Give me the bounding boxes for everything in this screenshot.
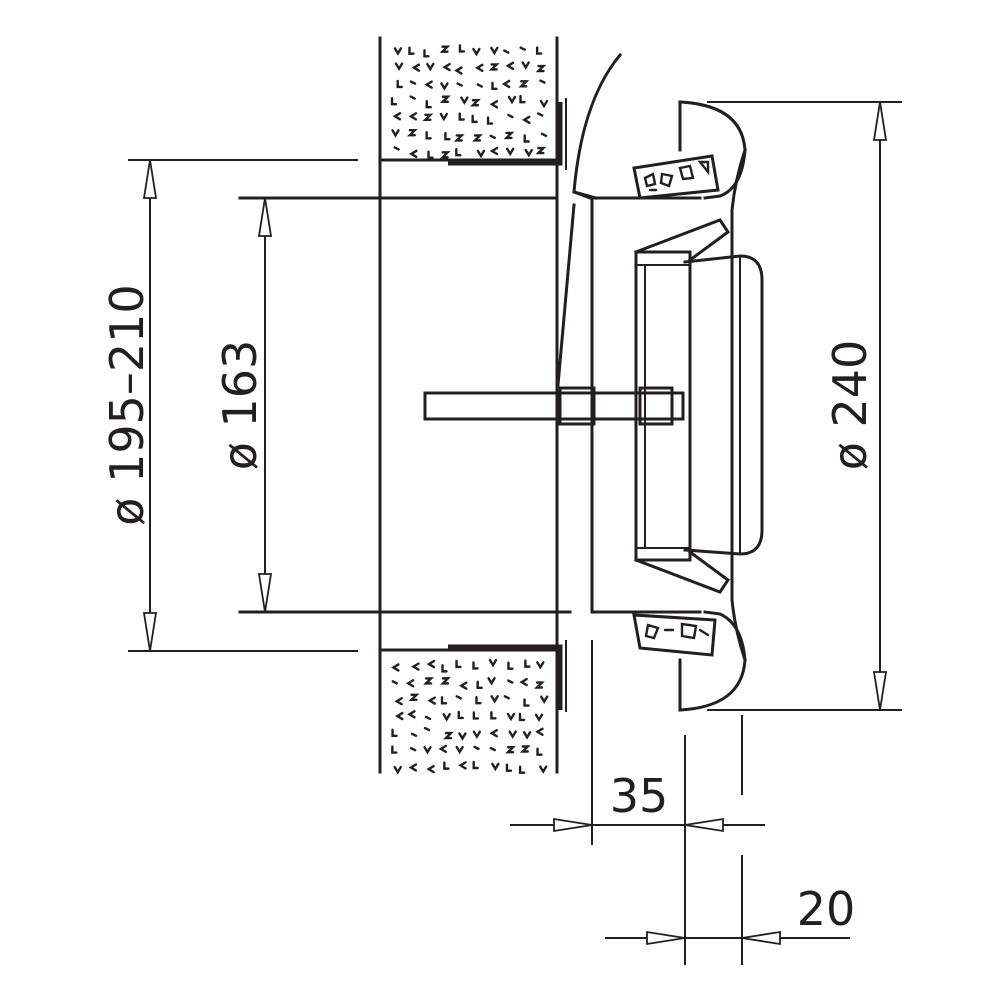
dim-projection-label: 35: [610, 769, 669, 823]
valve-body: [556, 52, 747, 712]
valve-disc: [634, 218, 764, 594]
dim-duct-label: ø 163: [213, 340, 267, 471]
spindle: [423, 386, 685, 426]
dim-wall-opening-label: ø 195–210: [100, 284, 154, 525]
dim-grille-label: ø 240: [823, 340, 877, 471]
wall-section: [378, 36, 559, 775]
dimension-lines: [128, 101, 902, 965]
insulation-hatch-top: [390, 44, 549, 159]
insulation-hatch-bottom: [391, 658, 549, 775]
dim-rim-label: 20: [797, 882, 856, 936]
duct-sleeve: [238, 98, 572, 712]
